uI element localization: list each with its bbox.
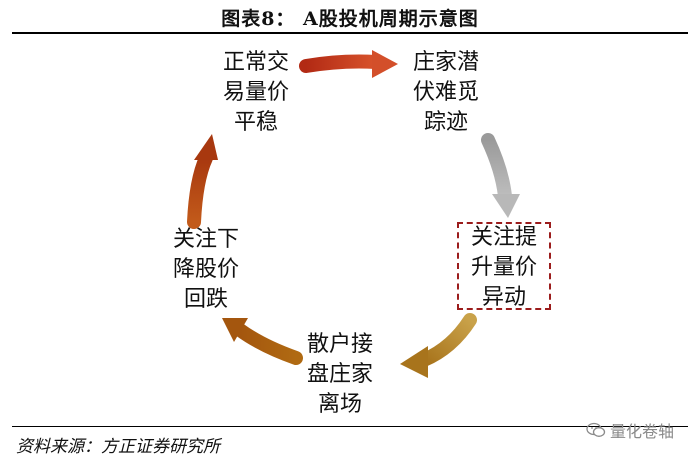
stage-text: 升量价 [470, 255, 537, 280]
wechat-icon [586, 422, 606, 437]
arrow-left [187, 134, 218, 229]
source-rule [12, 426, 688, 427]
stage-text: 伏难觅 [412, 80, 479, 105]
watermark: 量化卷轴 [586, 418, 674, 442]
stage-volume-anomaly: 关注提 升量价 异动 [456, 223, 552, 313]
stage-text: 关注下 [172, 227, 239, 252]
arrow-lower-right [400, 313, 477, 378]
page-title: 图表8： A股投机周期示意图 [221, 8, 479, 30]
arrow-top [299, 50, 398, 78]
stage-text: 离场 [317, 392, 362, 417]
stage-text: 正常交 [222, 50, 289, 75]
stage-text: 回跌 [183, 287, 228, 312]
highlight-box [457, 222, 551, 310]
stage-text: 异动 [481, 285, 526, 310]
stage-text: 庄家潜 [412, 50, 479, 75]
watermark-text: 量化卷轴 [610, 422, 675, 441]
source-note: 资料来源：方正证券研究所 [16, 437, 220, 457]
title-rule [12, 32, 688, 34]
stage-normal-trading: 正常交 易量价 平稳 [196, 48, 316, 138]
stage-retail-takeover: 散户接 盘庄家 离场 [270, 330, 410, 420]
stage-text: 散户接 [306, 332, 373, 357]
stage-text: 易量价 [222, 80, 289, 105]
stage-dealer-hidden: 庄家潜 伏难觅 踪迹 [386, 48, 506, 138]
arrow-right [481, 133, 520, 218]
stage-text: 盘庄家 [306, 362, 373, 387]
stage-text: 平稳 [233, 110, 278, 135]
stage-text: 关注提 [470, 225, 537, 250]
stage-text: 降股价 [172, 257, 239, 282]
stage-text: 踪迹 [423, 110, 468, 135]
arrow-lower-left [222, 318, 303, 365]
stage-price-decline: 关注下 降股价 回跌 [146, 225, 266, 315]
